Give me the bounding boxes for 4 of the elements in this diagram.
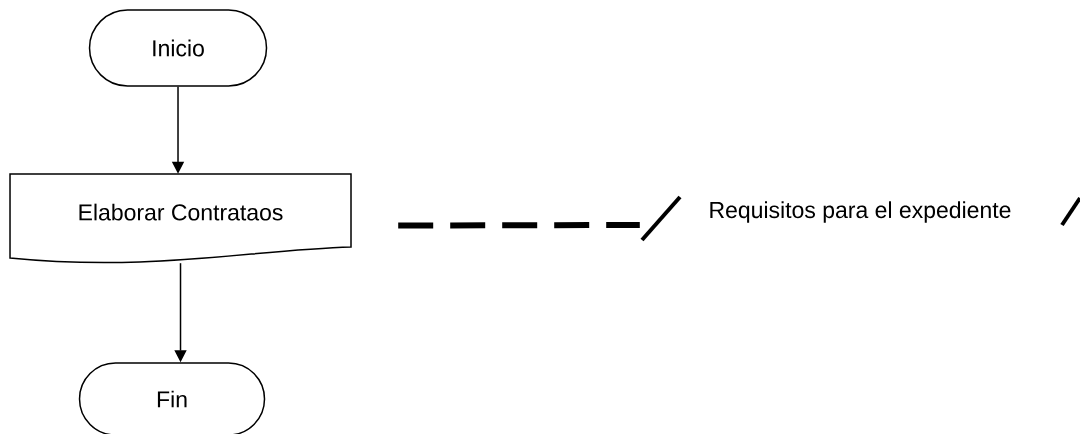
terminal-box: Inicio <box>88 9 268 87</box>
document-box: Elaborar Contrataos <box>9 173 352 264</box>
connector-line <box>398 222 640 229</box>
terminal-box: Fin <box>78 362 266 434</box>
